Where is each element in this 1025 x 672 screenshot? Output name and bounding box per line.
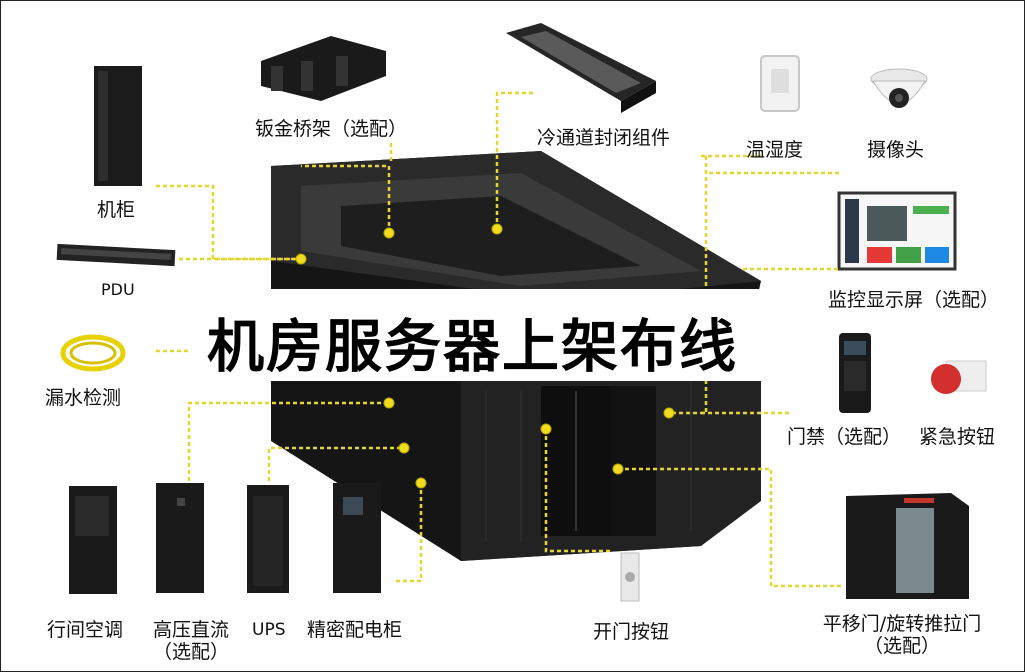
hvdc-illustration (156, 483, 204, 593)
label-door: 平移门/旋转推拉门 （选配） (809, 613, 995, 657)
data-center-module (271, 151, 761, 561)
label-hvdc: 高压直流 （选配） (147, 619, 235, 663)
monitor-screen-illustration (837, 191, 957, 271)
door-illustration (846, 493, 969, 599)
title-banner: 机房服务器上架布线 (193, 289, 833, 381)
cold-aisle-kit-illustration (506, 23, 656, 113)
label-door-button: 开门按钮 (593, 621, 670, 643)
camera-illustration (870, 68, 928, 108)
cabinet-illustration (94, 66, 142, 186)
label-precision-pdu: 精密配电柜 (307, 619, 403, 641)
access-control-illustration (839, 333, 871, 413)
label-leak-detection: 漏水检测 (45, 387, 122, 409)
ups-illustration (247, 485, 289, 593)
row-ac-illustration (69, 486, 117, 594)
temp-humidity-illustration (760, 55, 800, 112)
label-cold-aisle-kit: 冷通道封闭组件 (537, 127, 671, 149)
leak-detection-illustration (60, 334, 126, 372)
label-access-control: 门禁（选配） (787, 426, 902, 448)
label-door-line2: （选配） (863, 635, 940, 657)
label-sheet-metal-tray: 钣金桥架（选配） (255, 118, 408, 140)
label-hvdc-line2: （选配） (152, 641, 229, 663)
leader-lines (156, 91, 843, 588)
door-button-illustration (620, 552, 640, 602)
label-cabinet: 机柜 (97, 199, 136, 221)
leader-dots (295, 223, 675, 489)
label-emergency-button: 紧急按钮 (919, 426, 996, 448)
label-hvdc-line1: 高压直流 (152, 619, 229, 641)
label-temp-humidity: 温湿度 (746, 139, 804, 161)
label-monitor-screen: 监控显示屏（选配） (828, 289, 1000, 311)
precision-pdu-illustration (333, 483, 381, 593)
label-pdu: PDU (101, 280, 135, 299)
page-title: 机房服务器上架布线 (207, 314, 738, 380)
label-camera: 摄像头 (867, 139, 925, 161)
emergency-button-illustration (931, 360, 987, 394)
label-ups: UPS (252, 620, 286, 640)
pdu-illustration (56, 243, 176, 267)
sheet-metal-tray-illustration (261, 36, 386, 101)
label-door-line1: 平移门/旋转推拉门 (822, 613, 982, 635)
label-row-ac: 行间空调 (47, 619, 124, 641)
